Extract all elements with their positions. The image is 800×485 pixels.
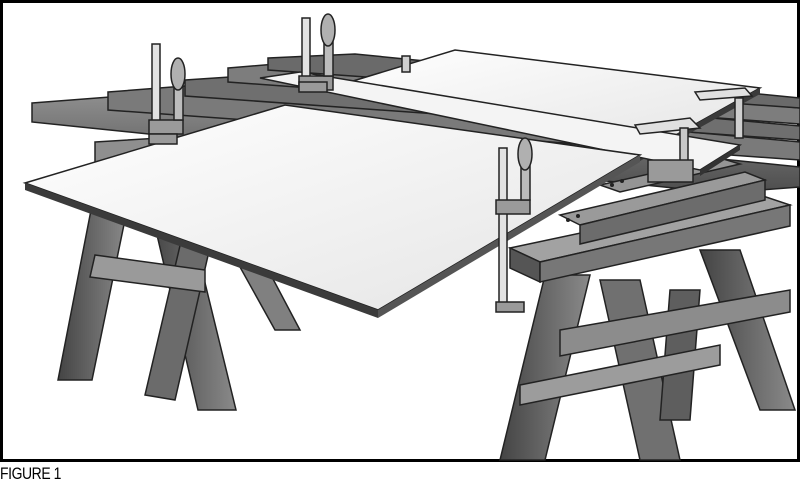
right-sawhorse-beam (579, 179, 766, 245)
strip-board-edge (700, 145, 740, 176)
bolt-hole (576, 214, 580, 218)
clamp-jaw (298, 81, 328, 93)
bolt-hole (610, 183, 614, 187)
right-sawhorse (499, 157, 797, 461)
right-sawhorse-brace (519, 344, 721, 406)
clamp-screw (323, 41, 334, 77)
front-panel (22, 104, 643, 318)
clamp-handle (517, 137, 533, 171)
clamp-screw (520, 165, 531, 201)
bar-clamps (148, 13, 533, 313)
right-sawhorse-leg (698, 249, 797, 411)
clamp-bar (498, 147, 508, 309)
left-sawhorse-brace (89, 254, 206, 293)
clamp-jaw (495, 199, 531, 215)
clamp-jaw (633, 117, 702, 135)
right-sawhorse-leg (499, 274, 591, 461)
right-sawhorse-brace (559, 289, 791, 357)
clamp-block (647, 159, 694, 183)
clamp-jaw (148, 133, 178, 145)
clamp-post (734, 97, 744, 139)
clamp-handle (320, 13, 336, 47)
clamp-jaw (495, 301, 525, 313)
clamp-jaw (693, 87, 754, 101)
stop-block (401, 55, 411, 73)
front-panel-edge (25, 183, 378, 318)
clamp-screw (173, 85, 184, 121)
right-sawhorse-beam (539, 204, 791, 283)
strip-board (259, 71, 743, 176)
illustration (0, 0, 800, 462)
bolt-hole (620, 179, 624, 183)
clamp-handle (170, 57, 186, 91)
bolt-hole (566, 218, 570, 222)
clamp-jaw (148, 119, 184, 135)
bench-clamp (401, 55, 754, 183)
figure-caption: FIGURE 1 (0, 464, 62, 483)
front-panel-edge (378, 155, 640, 318)
